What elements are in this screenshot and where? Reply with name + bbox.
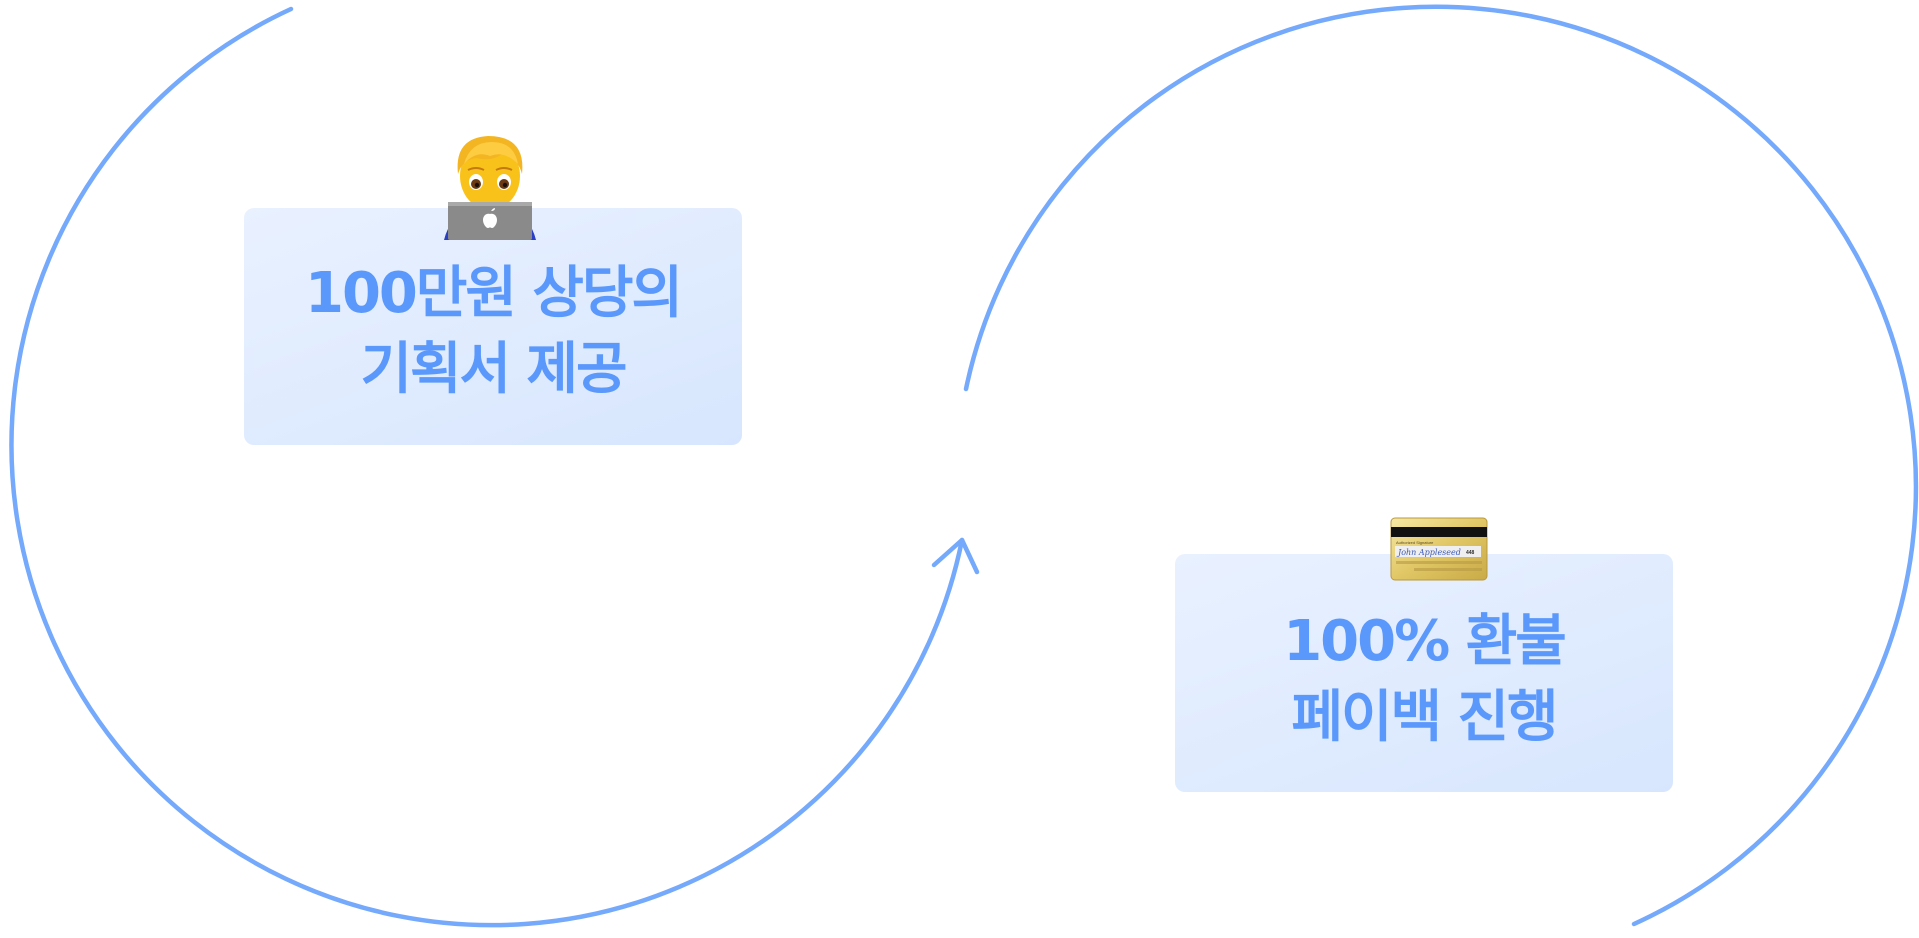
step-title-line: 페이백 진행 [1291,685,1558,750]
step-title-line: 100% 환불 [1283,609,1567,674]
card-signature: John Appleseed [1396,548,1461,557]
arrowhead [931,537,980,575]
card-cvv: 448 [1466,550,1475,556]
step-title-line: 100만원 상당의 [305,260,683,326]
step-card-refund: 100% 환불 페이백 진행 [1175,554,1673,792]
right-cycle-arc [963,4,1919,927]
credit-card-icon: Authorized Signature John Appleseed 448 [1390,517,1488,581]
left-cycle-arc [9,6,965,928]
step-title-line: 기획서 제공 [360,336,627,402]
technologist-icon [444,136,536,240]
step-card-planning: 100만원 상당의 기획서 제공 [244,208,742,445]
card-signature-label: Authorized Signature [1396,540,1434,545]
